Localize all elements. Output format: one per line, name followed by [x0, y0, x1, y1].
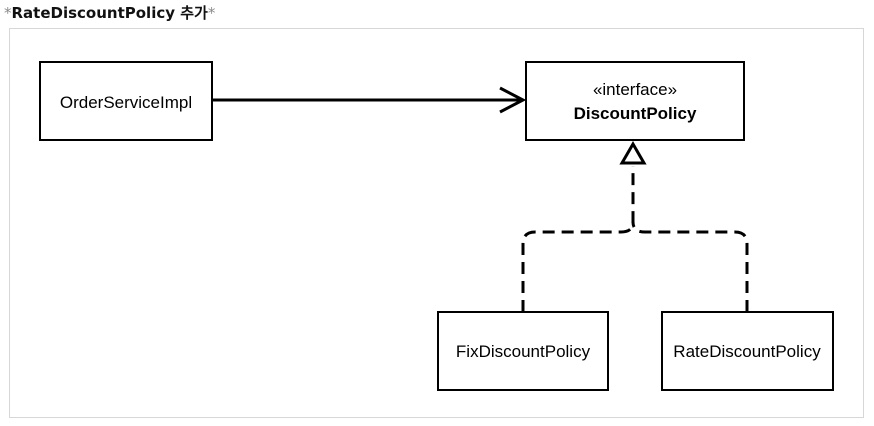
dependency-arrow	[212, 86, 527, 114]
discount-policy-stereotype: «interface»	[593, 80, 677, 99]
fix-discount-policy-box	[437, 311, 609, 391]
hollow-triangle-arrowhead	[619, 141, 647, 165]
caption-prefix: *	[4, 4, 12, 22]
node-rate-discount-policy: RateDiscountPolicy	[661, 311, 834, 391]
rate-discount-policy-label: RateDiscountPolicy	[673, 342, 821, 361]
diagram-frame: OrderServiceImpl «interface» DiscountPol…	[9, 28, 864, 418]
class-diagram: OrderServiceImpl «interface» DiscountPol…	[39, 61, 834, 391]
caption-suffix: *	[207, 4, 216, 22]
discount-policy-label: DiscountPolicy	[574, 104, 697, 123]
fix-discount-policy-label: FixDiscountPolicy	[456, 342, 591, 361]
node-fix-discount-policy: FixDiscountPolicy	[437, 311, 609, 391]
node-order-service: OrderServiceImpl	[39, 61, 213, 141]
order-service-box	[39, 61, 213, 141]
diagram-caption: *RateDiscountPolicy 추가*	[4, 3, 215, 23]
realization-line-fix	[521, 166, 635, 312]
realization-line-rate	[631, 221, 749, 312]
open-arrowhead	[499, 86, 527, 114]
realization-connector	[521, 141, 749, 312]
caption-text: RateDiscountPolicy 추가	[11, 4, 208, 22]
discount-policy-box	[525, 61, 745, 141]
order-service-label: OrderServiceImpl	[60, 93, 192, 112]
node-discount-policy: «interface» DiscountPolicy	[525, 61, 745, 141]
